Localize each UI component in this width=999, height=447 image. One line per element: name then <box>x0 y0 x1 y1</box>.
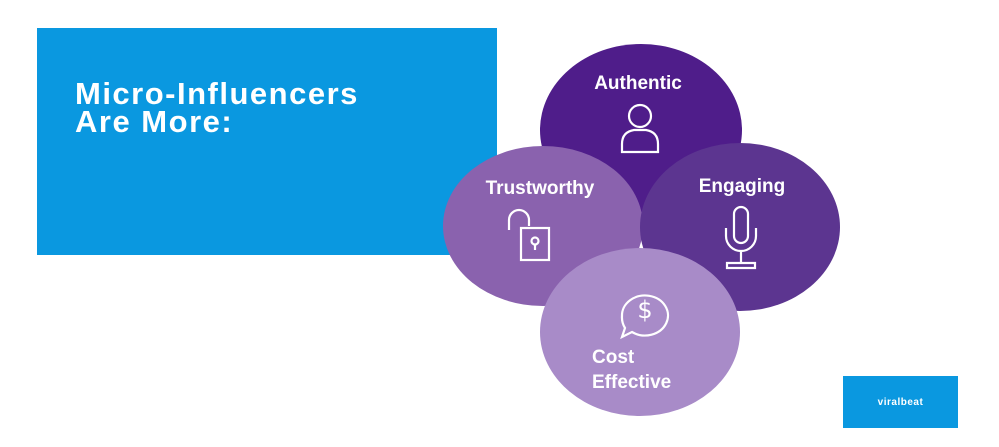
label-cost: Cost <box>592 347 635 368</box>
label-trustworthy: Trustworthy <box>486 178 595 199</box>
label-effective: Effective <box>592 372 671 393</box>
page-title: Micro-Influencers Are More: <box>75 76 359 139</box>
label-authentic: Authentic <box>594 73 682 94</box>
unlocked-padlock-icon <box>507 208 551 262</box>
dollar-speech-bubble-icon: $ <box>620 294 670 340</box>
title-line-1: Micro-Influencers <box>75 76 359 111</box>
title-line-2: Are More: <box>75 104 234 139</box>
circle-cost-effective: $ Cost Effective <box>540 248 740 416</box>
label-engaging: Engaging <box>699 176 786 197</box>
viralbeat-logo: viralbeat <box>843 376 958 428</box>
person-icon <box>620 103 660 154</box>
logo-text: viralbeat <box>877 396 924 408</box>
title-banner <box>37 28 497 255</box>
microphone-icon <box>724 205 758 270</box>
svg-text:$: $ <box>637 296 652 324</box>
